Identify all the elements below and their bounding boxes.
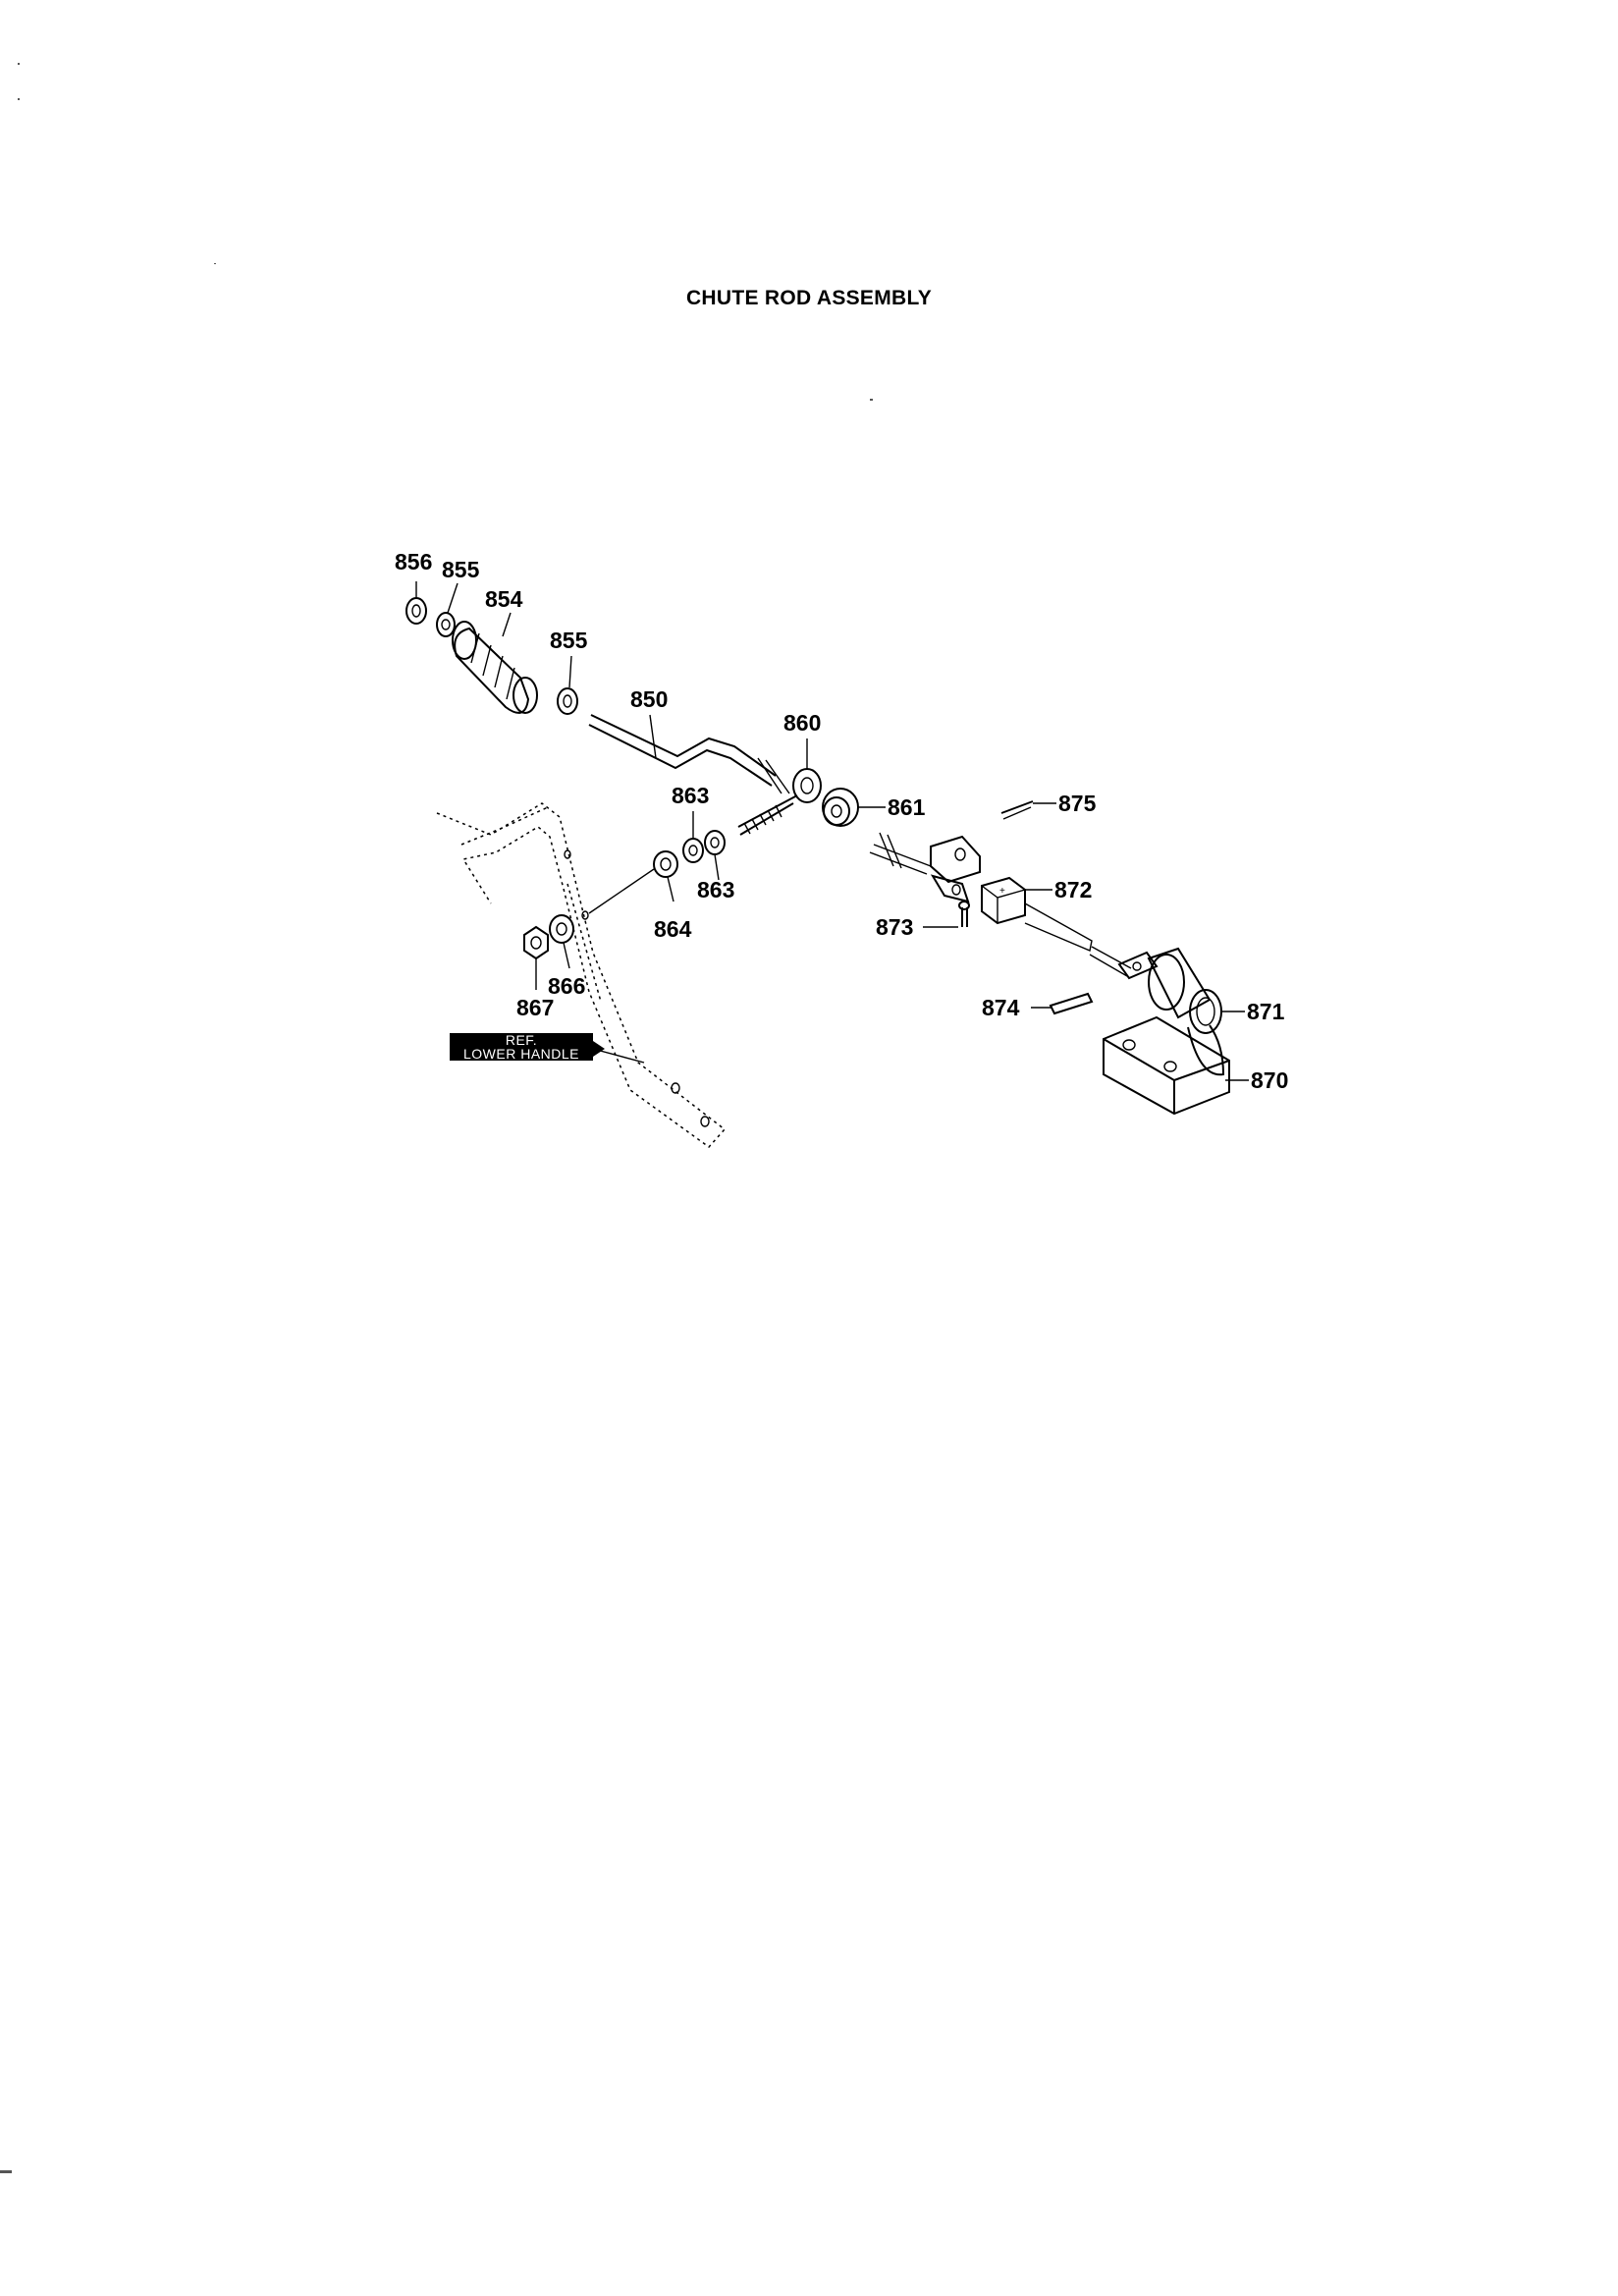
part-861-bushing [822,788,859,827]
part-855-washer-left [436,612,456,637]
label-872: 872 [1054,877,1092,902]
label-861: 861 [888,794,926,820]
ref-lower-handle-tag: REF. LOWER HANDLE [450,1032,645,1064]
part-864-washer [588,850,678,914]
diagram-title: CHUTE ROD ASSEMBLY [685,287,933,309]
part-labels: 856 855 854 855 850 860 863 863 864 866 … [395,549,1288,1093]
label-855-left: 855 [442,557,480,582]
label-863-lower: 863 [697,877,734,902]
label-864: 864 [654,916,692,942]
label-850: 850 [630,686,668,712]
lower-handle-outline [436,802,727,1149]
part-872-block: + [981,876,1093,952]
part-lower-rod [869,832,932,875]
part-874-pin [1049,992,1094,1015]
label-854: 854 [485,586,523,612]
part-871-coupling [1147,947,1222,1034]
part-863-nut-lower [704,830,726,855]
part-863-nut-upper [682,838,704,863]
part-854-grip [452,621,538,714]
part-clevis-bracket [930,835,981,903]
label-856: 856 [395,549,432,574]
label-867: 867 [516,995,554,1020]
part-875-cotter-pin [1000,800,1034,820]
label-855-right: 855 [550,628,588,653]
label-860: 860 [783,710,821,736]
part-856-washer [405,597,427,625]
part-867-nut [523,925,549,960]
label-873: 873 [876,914,913,940]
part-855-washer-right [557,687,578,715]
label-875: 875 [1058,791,1097,816]
scan-specks [0,63,873,2173]
part-850-chute-rod [588,714,790,794]
label-871: 871 [1247,999,1285,1024]
label-863-upper: 863 [672,783,709,808]
part-866-washer [549,914,574,944]
part-lower-shaft [1089,946,1159,980]
svg-text:+: + [999,886,1005,897]
label-874: 874 [982,995,1020,1020]
ref-label-line2: LOWER HANDLE [463,1046,579,1062]
label-870: 870 [1251,1067,1288,1093]
part-873-screw [958,901,970,927]
ref-label-line1: REF. [506,1032,537,1048]
label-866: 866 [548,973,585,999]
part-860-eye-bolt [737,768,822,836]
part-870-bracket-base [1103,1015,1230,1116]
leader-lines [415,581,1249,1081]
